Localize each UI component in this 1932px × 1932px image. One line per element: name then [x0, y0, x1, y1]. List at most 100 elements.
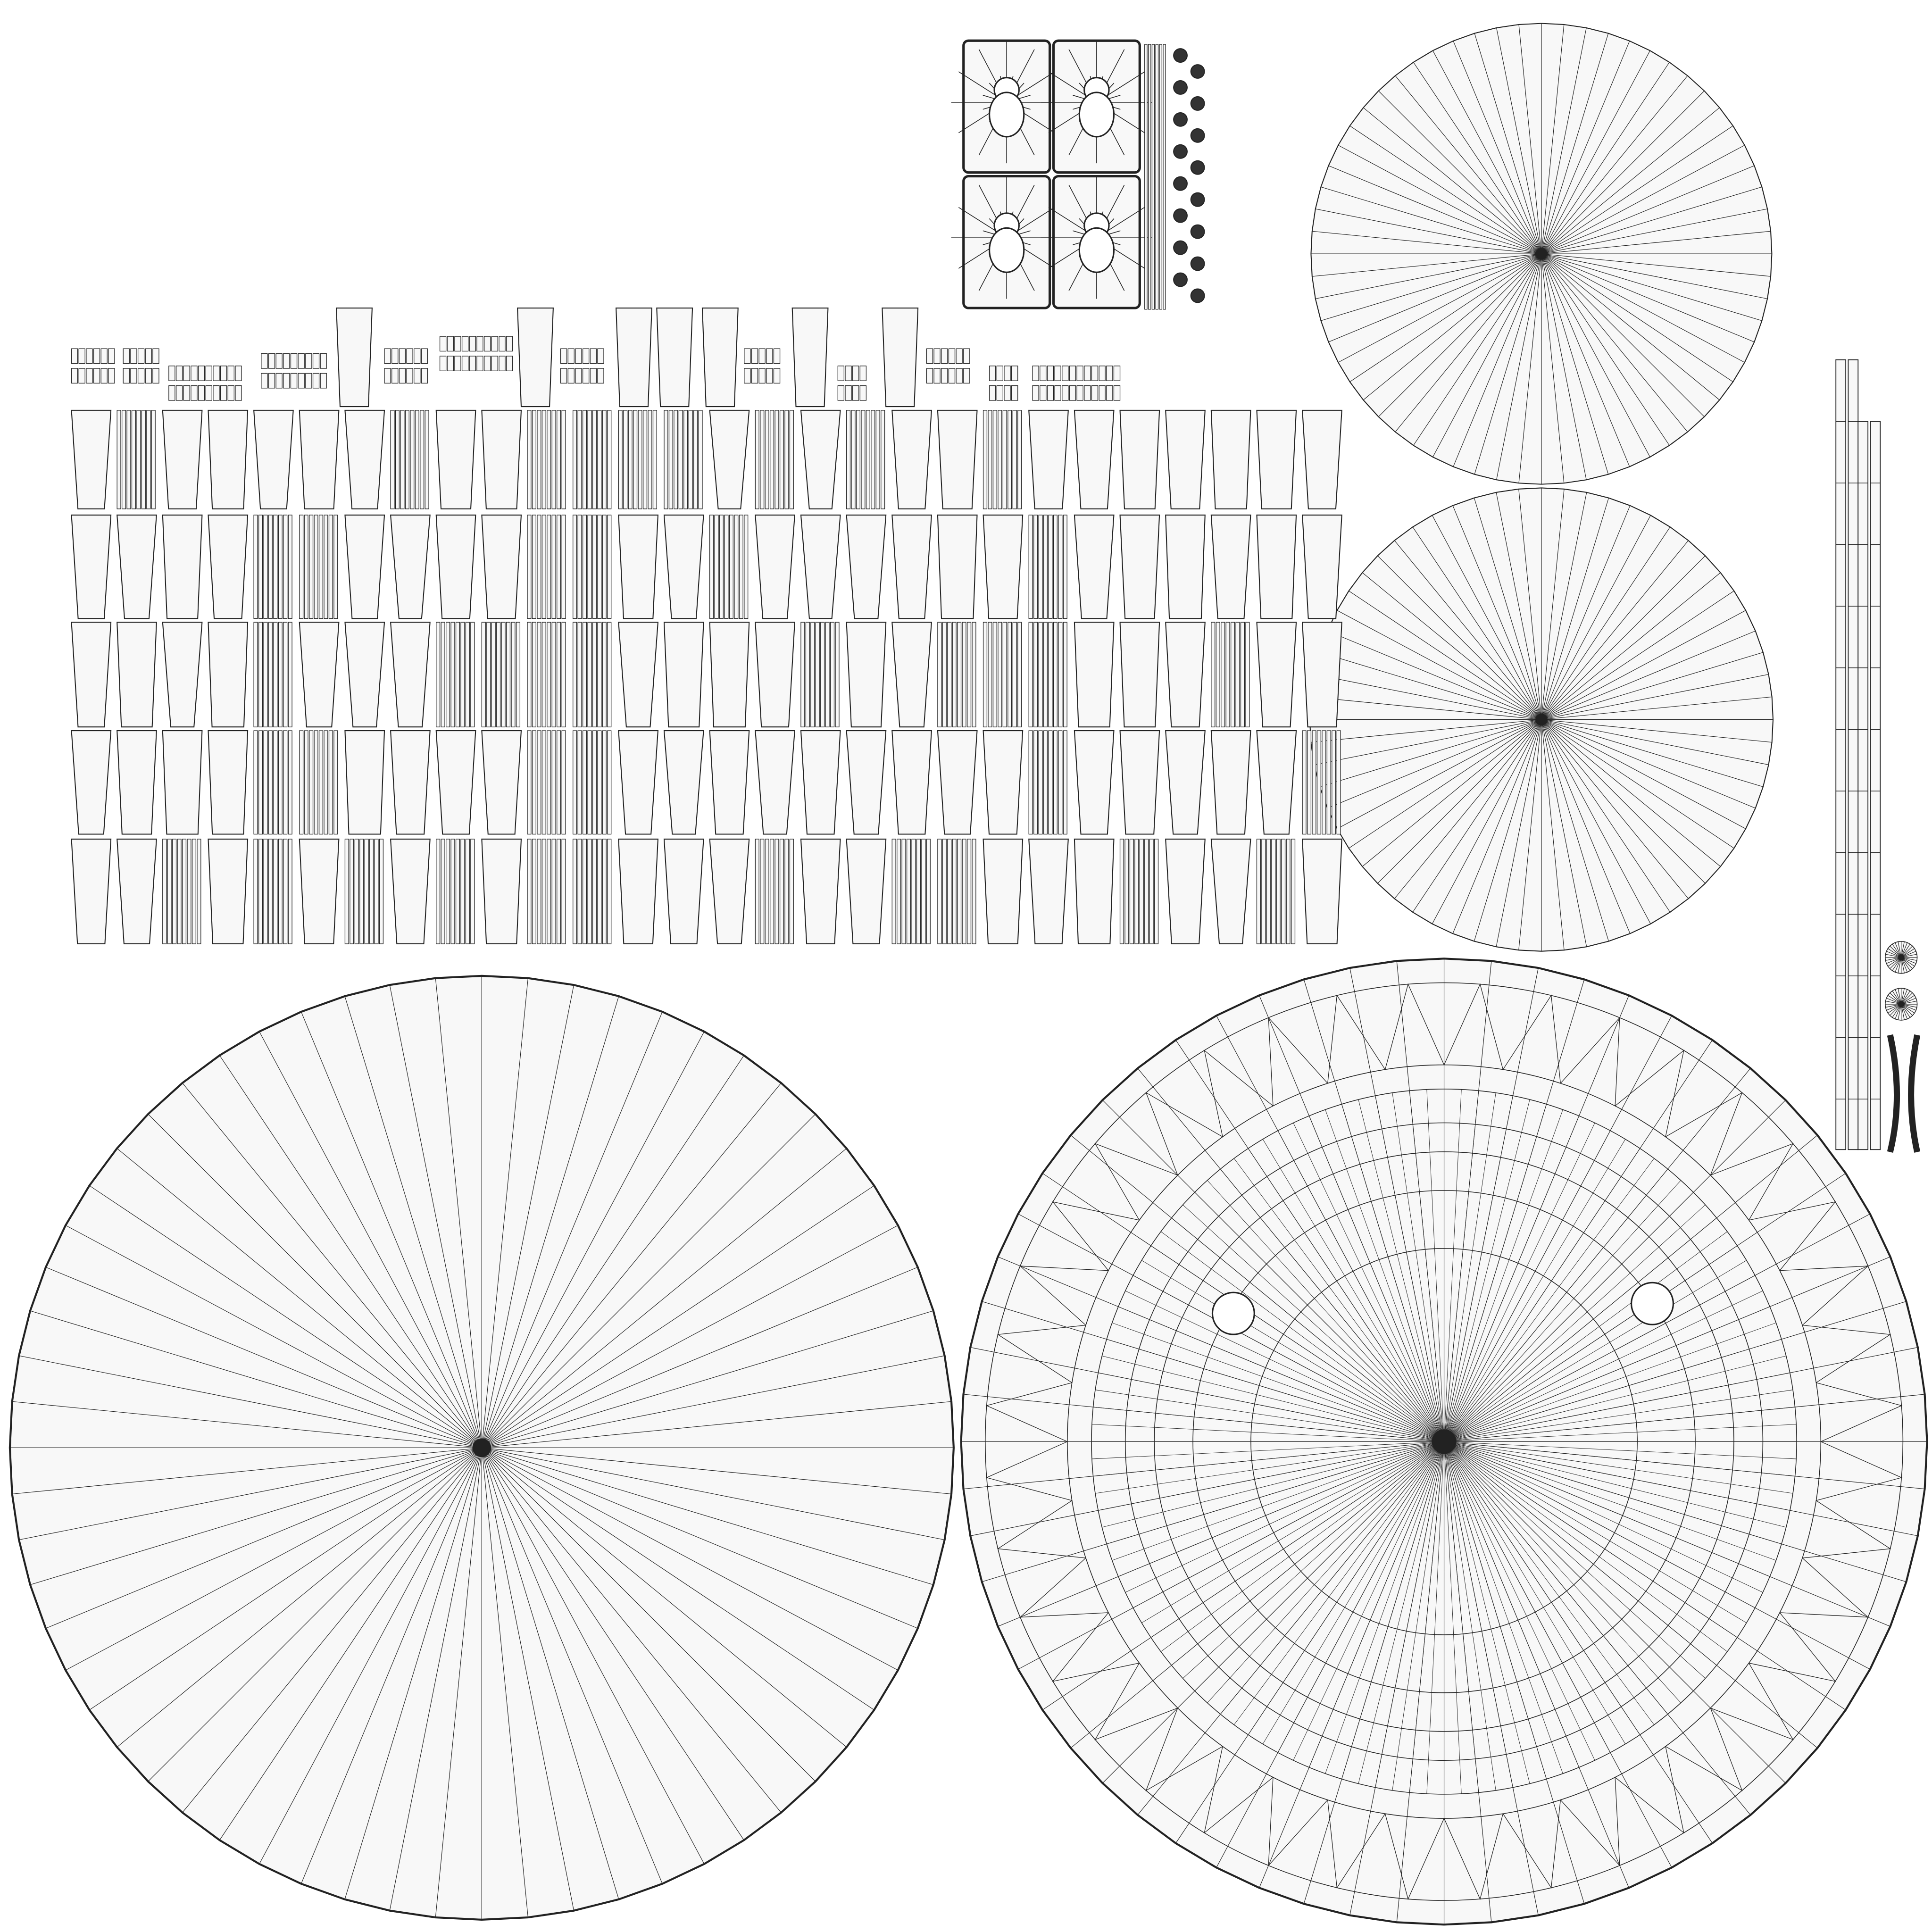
small-island [320, 353, 327, 369]
strip-island [861, 410, 866, 509]
small-island [399, 348, 406, 364]
small-island [933, 348, 941, 364]
small-island [948, 348, 956, 364]
small-island [130, 368, 137, 384]
small-island [1069, 385, 1076, 401]
uv-bracket-islands [951, 39, 1205, 310]
strip-island [992, 622, 997, 727]
strip-island [532, 730, 536, 835]
small-island [454, 356, 461, 371]
trapezoid-island [344, 730, 385, 835]
small-island [483, 356, 491, 371]
strip-island [577, 410, 582, 509]
trapezoid-island [1074, 838, 1115, 945]
strip-island [146, 410, 151, 509]
strip-island [1326, 730, 1331, 835]
small-island [71, 348, 78, 364]
strip-island [998, 410, 1002, 509]
small-island [283, 353, 290, 369]
trapezoid-island [800, 409, 841, 509]
strip-island [846, 410, 851, 509]
strip-island [1230, 622, 1235, 727]
strip-island [769, 410, 774, 509]
small-island [108, 368, 115, 384]
strip-island [972, 839, 976, 944]
strip-island [719, 515, 724, 619]
trapezoid-island [800, 838, 841, 945]
strip-island [1256, 839, 1261, 944]
strip-island [318, 730, 324, 835]
strip-island [527, 730, 532, 835]
trapezoid-island [800, 514, 841, 619]
small-island [283, 373, 290, 389]
trapezoid-island [937, 730, 978, 835]
strip-island [1063, 730, 1067, 835]
strip-island [992, 410, 997, 509]
strip-island [551, 730, 556, 835]
small-island [137, 368, 145, 384]
strip-island [592, 622, 597, 727]
strip-island [268, 839, 273, 944]
trapezoid-island [1074, 409, 1115, 509]
small-island [191, 385, 198, 401]
trapezoid-island [390, 622, 431, 728]
trapezoid-island [344, 622, 385, 728]
rod-island [1144, 44, 1148, 310]
strip-island [810, 622, 815, 727]
strip-island [587, 730, 592, 835]
strip-island [333, 730, 338, 835]
trapezoid-island [71, 730, 112, 835]
trapezoid-island [709, 838, 750, 945]
trapezoid-island [1165, 622, 1206, 728]
screw-island [1190, 64, 1205, 79]
trapezoid-island [481, 514, 522, 619]
bracket-island [1041, 175, 1152, 309]
strip-island [962, 839, 966, 944]
strip-island [557, 839, 561, 944]
strip-island [516, 622, 521, 727]
bracket-island [951, 175, 1062, 309]
trapezoid-island [162, 622, 203, 728]
small-island [1040, 366, 1047, 381]
strip-island [1322, 730, 1326, 835]
disc-inner-spokes [1091, 1089, 1797, 1794]
trapezoid-island [208, 730, 249, 835]
disc-zigzag [985, 983, 1903, 1900]
strip-island [942, 839, 947, 944]
strip-island [131, 410, 136, 509]
strip-island [288, 622, 292, 727]
trapezoid-island [937, 514, 978, 619]
disc-hole [1211, 1291, 1255, 1335]
small-island [191, 366, 198, 381]
small-island [447, 356, 454, 371]
trapezoid-island [846, 514, 887, 619]
trapezoid-island [1302, 514, 1342, 619]
screw-island [1190, 256, 1205, 271]
trapezoid-island [208, 622, 249, 728]
small-island [491, 356, 498, 371]
strip-island [551, 622, 556, 727]
strip-island [1002, 622, 1007, 727]
long-strip-island [1857, 421, 1869, 1150]
strip-island [851, 410, 856, 509]
small-island [1091, 366, 1099, 381]
strip-island [197, 839, 201, 944]
strip-island [1149, 839, 1154, 944]
trapezoid-island [1028, 409, 1069, 509]
strip-island [602, 839, 607, 944]
small-island [773, 368, 781, 384]
trapezoid-island [846, 838, 887, 945]
small-island [837, 366, 845, 381]
trapezoid-island [800, 730, 841, 835]
strip-island [926, 839, 931, 944]
strip-island [760, 839, 765, 944]
small-island [582, 368, 590, 384]
trapezoid-island [1256, 409, 1297, 509]
strip-island [561, 515, 566, 619]
strip-island [551, 515, 556, 619]
small-island [100, 348, 108, 364]
strip-island [664, 410, 668, 509]
small-island [506, 336, 513, 352]
strip-island [957, 839, 962, 944]
strip-island [1048, 515, 1053, 619]
